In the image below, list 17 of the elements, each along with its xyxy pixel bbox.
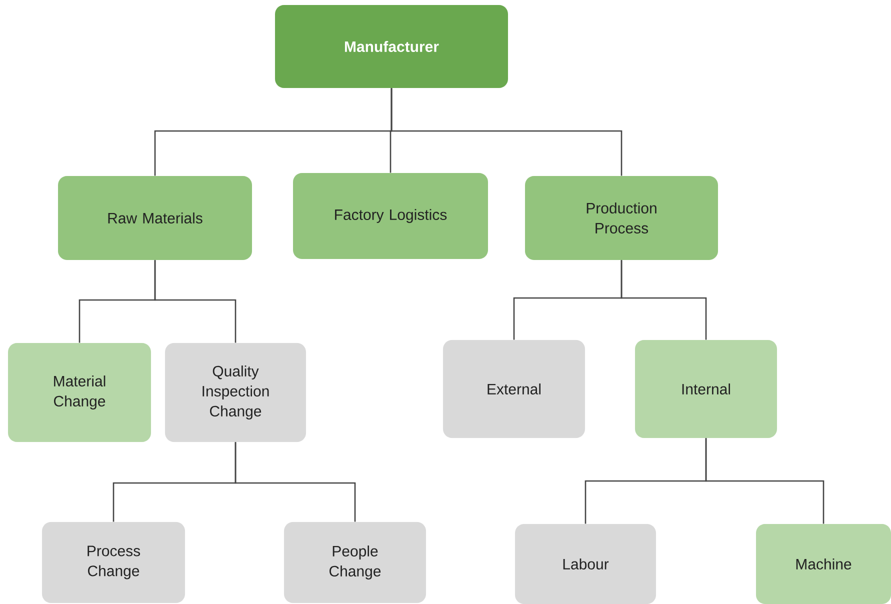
root-box: Manufacturer (275, 4, 508, 88)
process-box: Labour (515, 524, 656, 604)
process-box: Material Change (8, 342, 151, 442)
process-box: External (443, 340, 585, 438)
connector-line (390, 88, 622, 176)
connector-line (705, 438, 824, 524)
category-box: Factory Logistics (293, 172, 488, 259)
category-box: Raw Materials (58, 176, 252, 260)
connector-line (234, 442, 356, 522)
connector-line (154, 260, 236, 343)
process-box: Quality Inspection Change (165, 342, 306, 442)
category-box: Production Process (525, 176, 718, 260)
process-box: People Change (284, 522, 426, 603)
process-box: Machine (756, 524, 891, 604)
process-box: Internal (635, 340, 777, 438)
process-box: Process Change (42, 522, 185, 603)
connector-line (620, 260, 707, 340)
